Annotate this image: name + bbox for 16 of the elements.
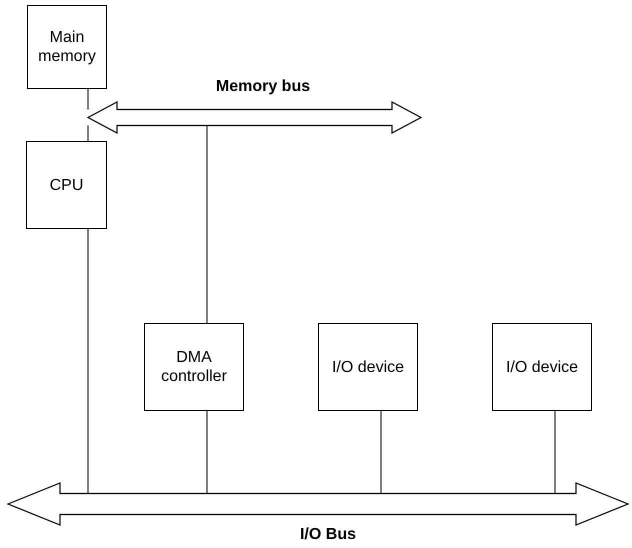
bus-connection xyxy=(380,410,382,494)
bus-connection xyxy=(554,410,556,494)
component-box xyxy=(27,5,107,89)
component-label: CPU xyxy=(50,176,84,194)
bus-connection xyxy=(206,410,208,494)
component-box xyxy=(492,323,592,411)
component-box xyxy=(144,323,244,411)
component-box xyxy=(26,141,107,229)
component-label: I/O device xyxy=(332,358,404,376)
bus-label: I/O Bus xyxy=(298,526,357,544)
component-box xyxy=(318,323,418,411)
bus-label: Memory bus xyxy=(214,78,312,96)
bus-connection xyxy=(206,125,208,324)
component-label: DMA controller xyxy=(160,348,228,386)
component-label: I/O device xyxy=(506,358,578,376)
component-label: Main memory xyxy=(37,28,97,66)
